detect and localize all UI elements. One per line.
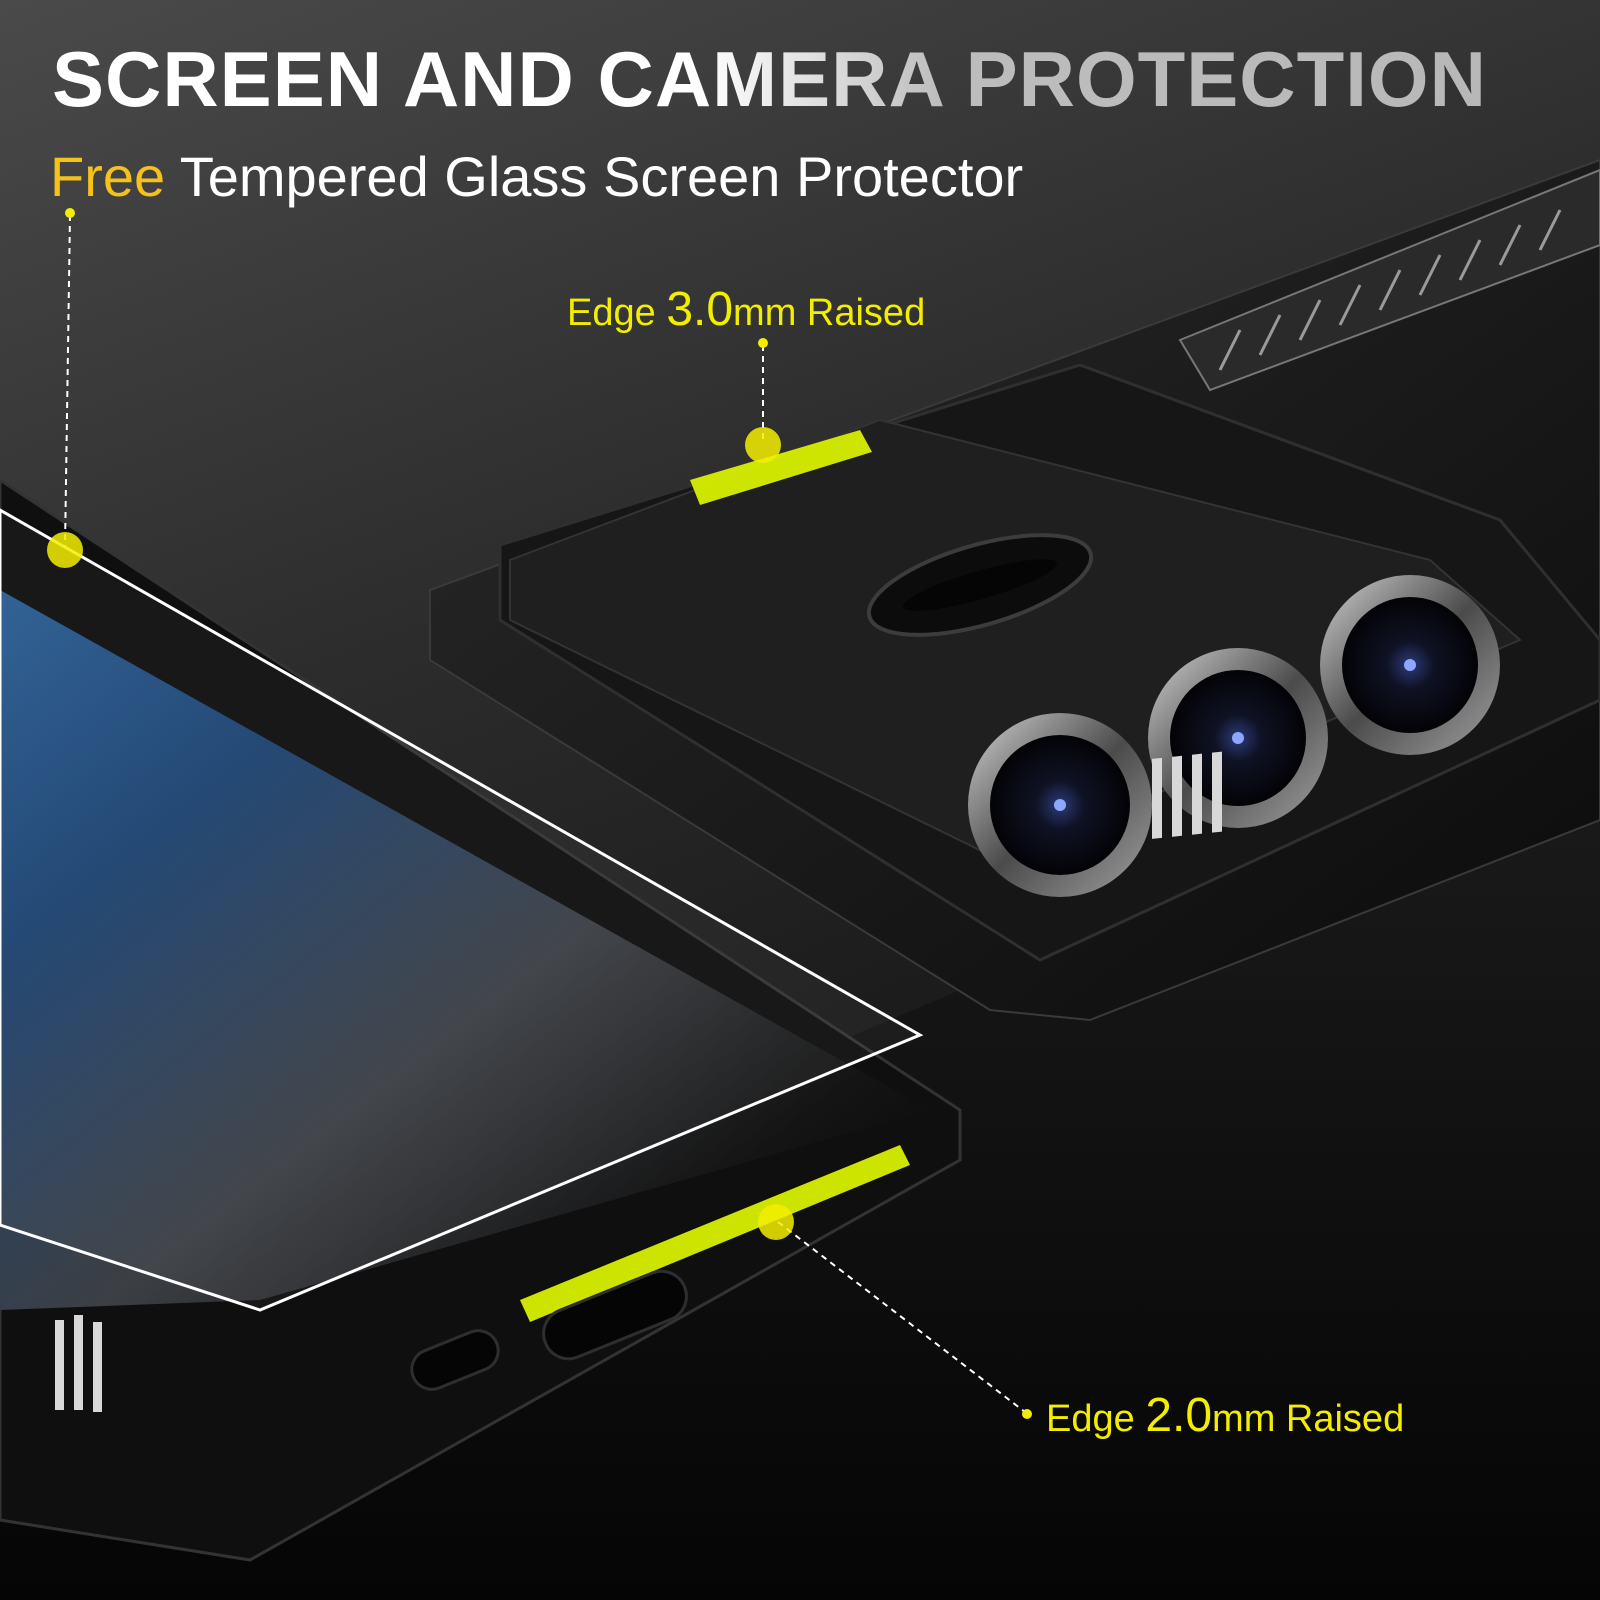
subhead-accent: Free (50, 145, 166, 208)
kickstand-grip (1178, 168, 1600, 392)
callout-camera-edge: Edge 3.0mm Raised (567, 286, 925, 334)
camera-lens-3 (1320, 575, 1500, 755)
tempered-glass-protector (0, 508, 924, 1312)
callout-top-value: 3.0 (666, 283, 734, 336)
headline: SCREEN AND CAMERA PROTECTION (52, 35, 1487, 123)
phone-front-assembly (0, 478, 962, 1562)
case-back-assembly (429, 158, 1600, 1022)
camera-lens-1 (968, 713, 1152, 897)
camera-edge-highlight (690, 430, 872, 505)
screen-edge-highlight (520, 1145, 910, 1322)
callout-bottom-prefix: Edge (1046, 1398, 1146, 1440)
subhead: Free Tempered Glass Screen Protector (50, 146, 1023, 208)
speaker-port (410, 1329, 500, 1391)
callout-top-prefix: Edge (567, 292, 667, 334)
callout-leaders (47, 208, 1032, 1419)
phone-screen (0, 590, 930, 1310)
callout-screen-edge: Edge 2.0mm Raised (1046, 1392, 1404, 1440)
callout-top-unit: mm Raised (733, 292, 926, 334)
subhead-rest: Tempered Glass Screen Protector (179, 145, 1024, 208)
callout-bottom-unit: mm Raised (1212, 1398, 1405, 1440)
charging-port (542, 1269, 688, 1361)
callout-bottom-value: 2.0 (1145, 1389, 1213, 1442)
